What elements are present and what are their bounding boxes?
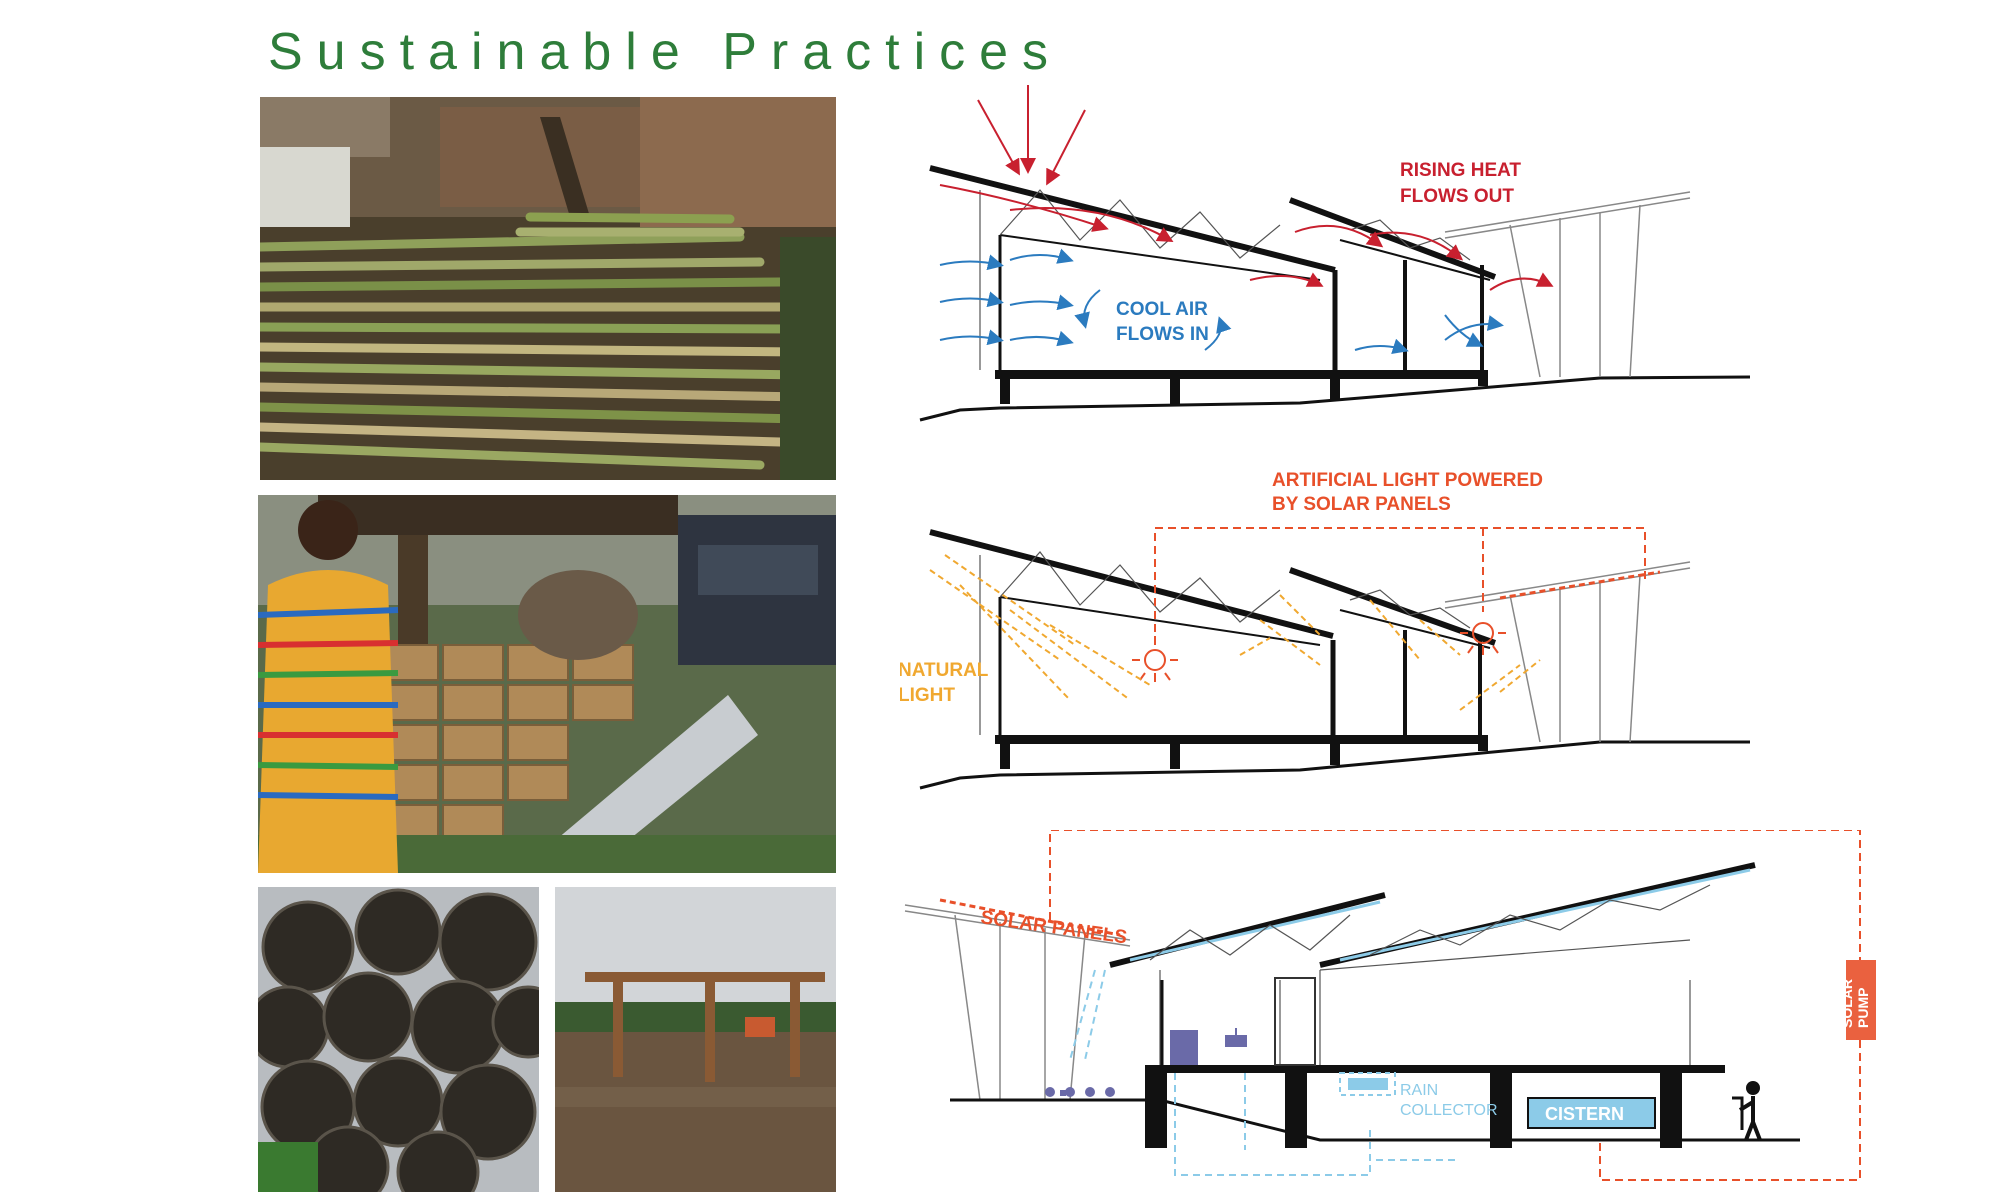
artificial-label-line2: BY SOLAR PANELS xyxy=(1272,494,1451,515)
rain-label-line1: RAIN xyxy=(1400,1082,1438,1099)
photo-timber-logs xyxy=(258,887,539,1192)
heat-label-line2: FLOWS OUT xyxy=(1400,186,1514,207)
solar-panels-label: SOLAR PANELS xyxy=(979,907,1128,948)
cool-label-line1: COOL AIR xyxy=(1116,299,1208,320)
ventilation-section-diagram: RISING HEAT FLOWS OUT COOL AIR FLOWS IN xyxy=(919,85,1751,422)
photo-timber-frame xyxy=(555,887,836,1192)
heat-label-line1: RISING HEAT xyxy=(1400,160,1521,181)
artificial-label-line1: ARTIFICIAL LIGHT POWERED xyxy=(1272,470,1543,491)
lighting-section-diagram: ARTIFICIAL LIGHT POWERED BY SOLAR PANELS… xyxy=(900,470,1750,790)
photo-bamboo-poles xyxy=(260,97,836,480)
natural-label-line1: NATURAL xyxy=(900,660,989,681)
photo-man-with-earth-blocks xyxy=(258,495,836,873)
rain-label-line2: COLLECTOR xyxy=(1400,1102,1498,1119)
pump-label-line1: SOLAR xyxy=(1839,979,1855,1028)
page-title: Sustainable Practices xyxy=(268,23,1063,81)
cistern-label: CISTERN xyxy=(1545,1104,1624,1124)
cool-label-line2: FLOWS IN xyxy=(1116,324,1209,345)
pump-label-line2: PUMP xyxy=(1855,988,1871,1028)
water-solar-section-diagram: SOLAR PANELS RAIN COLLECTOR CISTERN SOLA… xyxy=(904,830,1876,1181)
natural-label-line2: LIGHT xyxy=(900,685,955,706)
